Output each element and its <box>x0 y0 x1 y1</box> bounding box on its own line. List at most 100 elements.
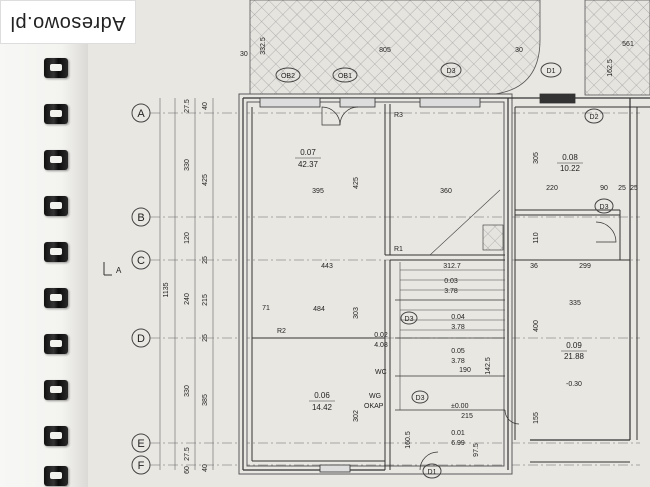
binder-ring <box>44 58 68 78</box>
room-labels: 0.07 42.37 0.08 10.22 0.09 21.88 0.06 14… <box>295 148 587 447</box>
room-id: 0.02 <box>374 332 388 339</box>
dim-label: 332.5 <box>260 37 267 55</box>
dim-label: 155 <box>533 412 540 424</box>
element-tags: OB2 OB1 D3 D1 D2 D3 D3 D3 D1 <box>275 62 614 479</box>
axis-label-f: F <box>138 460 145 472</box>
dim-label: 30 <box>240 51 248 58</box>
dim-label: 40 <box>202 464 209 472</box>
room-area: 3.78 <box>451 324 465 331</box>
dim-label: 120 <box>184 232 191 244</box>
tag-ob1: OB1 <box>338 73 352 80</box>
windows <box>259 93 576 473</box>
binder-ring <box>44 334 68 354</box>
binder-ring <box>44 380 68 400</box>
drawing-sheet: A B C D E F A <box>88 0 650 487</box>
dim-label: 360 <box>440 188 452 195</box>
tag-d2: D2 <box>590 114 599 121</box>
dim-label: 160.5 <box>405 431 412 449</box>
tag-ob2: OB2 <box>281 73 295 80</box>
axis-lines <box>150 112 640 466</box>
dim-total: 1135 <box>163 282 170 297</box>
dim-label: 25 <box>202 256 209 264</box>
binder-ring <box>44 426 68 446</box>
tag-d3-top: D3 <box>447 68 456 75</box>
axis-label-b: B <box>137 212 144 224</box>
binder-ring <box>44 196 68 216</box>
marker-r2: R2 <box>277 328 286 335</box>
room-area: 6.99 <box>451 440 465 447</box>
binder-page-edge <box>0 0 88 487</box>
dim-label: 30 <box>515 47 523 54</box>
dim-label: 90 <box>600 185 608 192</box>
dim-label: 400 <box>533 320 540 332</box>
walls <box>238 93 650 475</box>
tag-d3-hall: D3 <box>416 395 425 402</box>
level-zero-marker: ±0.00 <box>451 403 469 410</box>
left-dimension-lines <box>159 98 214 470</box>
marker-wc: WC <box>375 369 387 376</box>
room-area: 4.08 <box>374 342 388 349</box>
tag-d1-top: D1 <box>547 68 556 75</box>
room-area: 10.22 <box>560 164 581 173</box>
axis-label-c: C <box>137 255 145 267</box>
dim-label: 330 <box>184 385 191 397</box>
axis-label-d: D <box>137 333 145 345</box>
room-id: 0.09 <box>566 341 582 350</box>
svg-text:A: A <box>116 266 122 275</box>
dim-label: 36 <box>530 263 538 270</box>
level-marker: -0.30 <box>566 381 582 388</box>
marker-wg: WG <box>369 393 381 400</box>
dim-label: 302 <box>353 410 360 422</box>
room-id: 0.03 <box>444 278 458 285</box>
binder-ring <box>44 466 68 486</box>
door-swings <box>321 106 617 471</box>
axis-label-e: E <box>137 438 144 450</box>
watermark-logo: Adresowo.pl <box>0 0 136 44</box>
floor-plan-drawing: A B C D E F A <box>103 0 650 479</box>
dim-label: 40 <box>202 102 209 110</box>
dim-label: 805 <box>379 47 391 54</box>
axis-label-a: A <box>137 108 145 120</box>
dim-label: 215 <box>461 413 473 420</box>
room-id: 0.05 <box>451 348 465 355</box>
dim-label: 97.5 <box>473 443 480 457</box>
room-area: 3.78 <box>444 288 458 295</box>
binder-ring <box>44 150 68 170</box>
binder-ring <box>44 288 68 308</box>
dim-label: 330 <box>184 159 191 171</box>
dim-label: 240 <box>184 293 191 305</box>
dim-label: 60 <box>184 466 191 474</box>
dim-label: 484 <box>313 306 325 313</box>
dim-label: 25 <box>630 185 638 192</box>
dim-label: 220 <box>546 185 558 192</box>
dim-label: 215 <box>202 294 209 306</box>
dim-label: 162.5 <box>607 59 614 77</box>
tag-d1-bottom: D1 <box>428 469 437 476</box>
axis-markers: A B C D E F <box>131 103 151 475</box>
staircase <box>399 262 505 410</box>
markers: R3 R1 R2 WC WG OKAP -0.30 ±0.00 <box>277 112 582 410</box>
dim-label: 303 <box>353 307 360 319</box>
dim-label: 335 <box>569 300 581 307</box>
room-area: 14.42 <box>312 403 333 412</box>
room-id: 0.01 <box>451 430 465 437</box>
tag-d3-right: D3 <box>600 204 609 211</box>
dim-label: 312.7 <box>443 263 461 270</box>
dimension-labels: 1135 27.5 330 120 240 330 27.5 60 40 425… <box>163 37 638 474</box>
dim-label: 142.5 <box>485 357 492 375</box>
dim-label: 395 <box>312 188 324 195</box>
dim-label: 305 <box>533 152 540 164</box>
dim-label: 443 <box>321 263 333 270</box>
room-area: 3.78 <box>451 358 465 365</box>
dim-label: 110 <box>533 232 540 243</box>
room-id: 0.08 <box>562 153 578 162</box>
dim-label: 190 <box>459 367 471 374</box>
marker-okap: OKAP <box>364 403 384 410</box>
dim-label: 385 <box>202 394 209 406</box>
dim-label: 25 <box>202 334 209 342</box>
dim-label: 561 <box>622 41 634 48</box>
marker-r1: R1 <box>394 246 403 253</box>
room-id: 0.06 <box>314 391 330 400</box>
kitchen-diagonal <box>429 189 501 256</box>
